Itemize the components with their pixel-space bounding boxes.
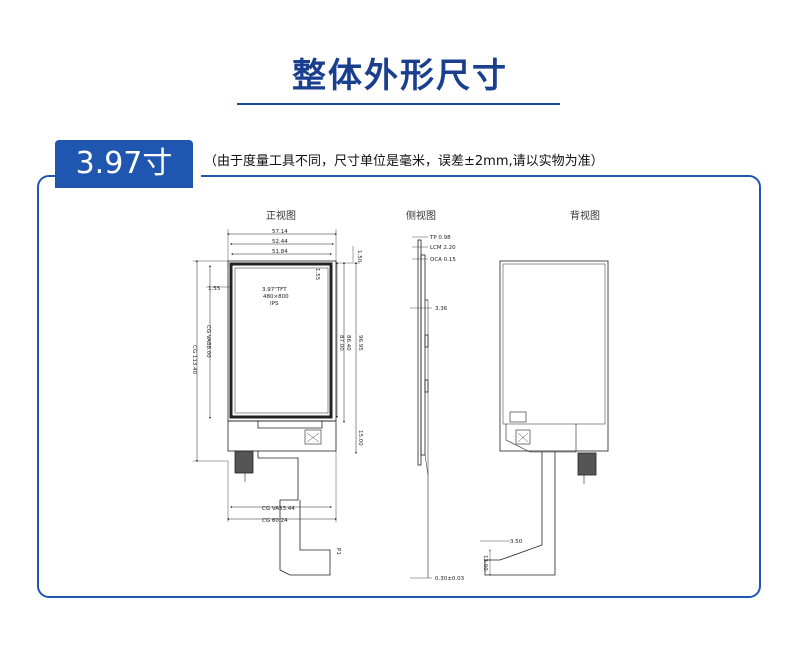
diagram-frame xyxy=(37,175,761,598)
dim-tail-mark: P1 xyxy=(335,548,341,555)
panel-line2: 480×800 xyxy=(263,294,289,300)
front-view-label: 正视图 xyxy=(266,209,296,222)
size-badge: 3.97寸 xyxy=(55,140,193,188)
back-view xyxy=(480,260,609,576)
dim-side-mid: 3.36 xyxy=(435,306,448,312)
dim-bottom-right: 15.00 xyxy=(357,430,363,446)
dim-oca: OCA 0.15 xyxy=(430,257,456,263)
dim-fpc-thickness: 0.30±0.03 xyxy=(435,576,465,582)
dim-w1: 57.14 xyxy=(272,229,288,235)
panel-line3: IPS xyxy=(270,301,279,307)
dim-inset: 1.55 xyxy=(208,286,221,292)
dim-cg-width: CG 60.24 xyxy=(262,518,288,524)
dim-marker: 1.55 xyxy=(314,268,320,281)
dim-vh-left: CG VA88.00 xyxy=(205,325,211,358)
dim-outer-left: CG 113.40 xyxy=(191,345,197,375)
back-view-label: 背视图 xyxy=(570,209,600,222)
dim-w3: 51.84 xyxy=(272,249,288,255)
dim-fpc-width: 3.50 xyxy=(510,539,523,545)
panel-line1: 3.97"TFT xyxy=(262,287,287,293)
dim-w2: 52.44 xyxy=(272,239,288,245)
measurement-note: （由于度量工具不同，尺寸单位是毫米，误差±2mm,请以实物为准） xyxy=(204,154,604,169)
side-view-label: 侧视图 xyxy=(406,209,436,222)
dim-h2: 86.40 xyxy=(345,335,351,351)
dim-tp: TP 0.98 xyxy=(429,235,451,241)
front-view xyxy=(193,229,360,576)
page-title: 整体外形尺寸 xyxy=(292,56,508,96)
dim-h3: 96.95 xyxy=(357,335,363,351)
dim-lcm: LCM 2.20 xyxy=(430,245,456,251)
dim-fpc-height: 12.00 xyxy=(482,555,488,571)
title-underline xyxy=(237,103,560,105)
dim-va-width: CG VA53.44 xyxy=(262,506,295,512)
side-view xyxy=(410,236,432,579)
dim-h1: 87.00 xyxy=(338,335,344,351)
dim-top-right: 1.50 xyxy=(356,250,362,263)
